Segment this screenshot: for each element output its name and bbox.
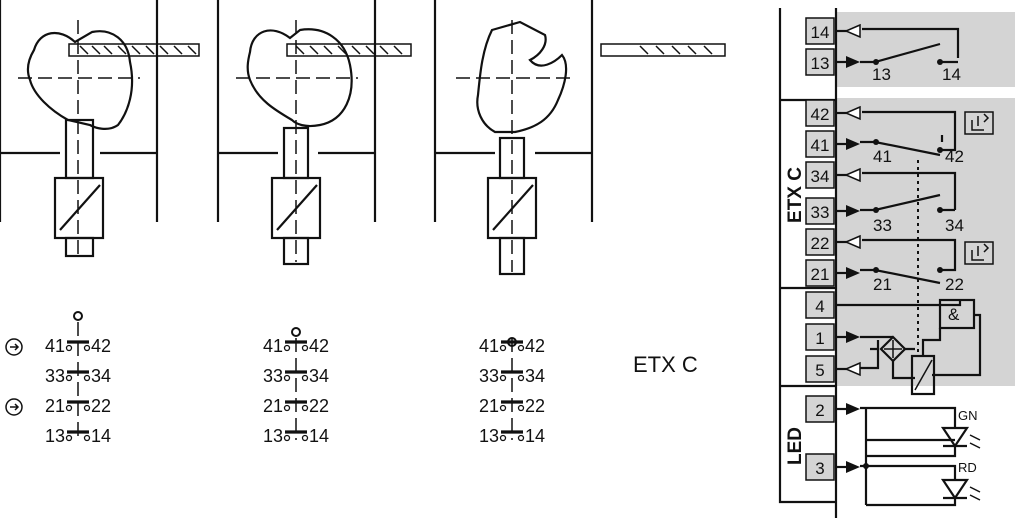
contact-row: 33 34 bbox=[45, 366, 111, 386]
contact-terminal-left: 41 bbox=[45, 336, 65, 356]
contact-label-13: 13 bbox=[872, 65, 891, 84]
contact-terminal-left: 13 bbox=[263, 426, 283, 446]
contact-41-42: 41 42 bbox=[860, 110, 994, 166]
terminal-33: 33 bbox=[805, 197, 860, 225]
terminal-label: 33 bbox=[811, 203, 830, 222]
terminal-2: 2 bbox=[805, 395, 860, 423]
contact-label-22: 22 bbox=[945, 275, 964, 294]
terminal-1: 1 bbox=[805, 323, 860, 351]
contact-terminal-left: 13 bbox=[479, 426, 499, 446]
contact-21-22: 21 22 bbox=[860, 238, 994, 294]
terminal-label: 3 bbox=[815, 459, 824, 478]
contact-13-14: 13 14 bbox=[860, 27, 961, 84]
contact-row: 13 14 bbox=[45, 426, 111, 446]
terminal-label: 1 bbox=[815, 329, 824, 348]
electronics-block: & bbox=[860, 298, 982, 396]
contact-label-21: 21 bbox=[873, 275, 892, 294]
contact-terminal-right: 34 bbox=[525, 366, 545, 386]
terminal-label: 22 bbox=[811, 234, 830, 253]
led-label-gn: GN bbox=[958, 408, 978, 423]
terminal-label: 42 bbox=[811, 105, 830, 124]
contact-label-41: 41 bbox=[873, 147, 892, 166]
contact-diagrams: 41 42 33 34 21 22 13 14 41 42 33 34 21 22 13 14 41 42 33 34… bbox=[5, 311, 545, 446]
terminal-34: 34 bbox=[805, 161, 861, 189]
contact-terminal-right: 34 bbox=[91, 366, 111, 386]
contact-terminal-right: 22 bbox=[91, 396, 111, 416]
contact-terminal-right: 14 bbox=[309, 426, 329, 446]
terminal-label: 41 bbox=[811, 136, 830, 155]
terminal-label: 14 bbox=[811, 23, 830, 42]
contact-terminal-left: 21 bbox=[45, 396, 65, 416]
contact-terminal-right: 14 bbox=[525, 426, 545, 446]
group-label-etx: ETX C bbox=[785, 167, 806, 223]
contact-terminal-right: 42 bbox=[309, 336, 329, 356]
contact-terminal-right: 42 bbox=[525, 336, 545, 356]
logic-and-label: & bbox=[948, 305, 960, 324]
contact-terminal-right: 14 bbox=[91, 426, 111, 446]
terminal-22: 22 bbox=[805, 228, 861, 256]
contact-row: 21 22 bbox=[5, 396, 111, 416]
contact-terminal-left: 21 bbox=[479, 396, 499, 416]
contact-row: 21 22 bbox=[263, 396, 329, 416]
contact-terminal-left: 33 bbox=[479, 366, 499, 386]
contact-terminal-left: 13 bbox=[45, 426, 65, 446]
contact-label-34: 34 bbox=[945, 216, 964, 235]
contact-row: 41 42 bbox=[479, 336, 545, 356]
led-label-rd: RD bbox=[958, 460, 977, 475]
contact-row: 13 14 bbox=[263, 426, 329, 446]
terminal-3: 3 bbox=[805, 453, 860, 481]
terminal-13: 13 bbox=[805, 48, 860, 76]
terminal-4: 4 bbox=[805, 291, 860, 319]
contact-diagram-2: 41 42 33 34 21 22 13 14 bbox=[263, 327, 329, 446]
contact-terminal-left: 41 bbox=[479, 336, 499, 356]
contact-terminal-right: 22 bbox=[525, 396, 545, 416]
terminal-14: 14 bbox=[805, 17, 861, 45]
contact-terminal-left: 21 bbox=[263, 396, 283, 416]
mechanism-2 bbox=[216, 0, 412, 266]
contact-terminal-right: 22 bbox=[309, 396, 329, 416]
contact-label-14: 14 bbox=[942, 65, 961, 84]
contact-diagram-3: 41 42 33 34 21 22 13 14 bbox=[479, 336, 545, 446]
terminal-label: 34 bbox=[811, 167, 830, 186]
contact-row: 33 34 bbox=[479, 366, 545, 386]
mechanism-1 bbox=[0, 0, 200, 260]
contact-33-34: 33 34 bbox=[860, 171, 964, 235]
terminal-41: 41 bbox=[805, 130, 860, 158]
contact-terminal-right: 34 bbox=[309, 366, 329, 386]
terminal-21: 21 bbox=[805, 259, 860, 287]
contact-row: 33 34 bbox=[263, 366, 329, 386]
contact-row: 13 14 bbox=[479, 426, 545, 446]
terminal-5: 5 bbox=[805, 355, 861, 383]
contact-row: 21 22 bbox=[479, 396, 545, 416]
mechanism-3 bbox=[433, 0, 726, 276]
product-label: ETX C bbox=[633, 352, 698, 377]
contact-terminal-left: 33 bbox=[45, 366, 65, 386]
terminal-label: 13 bbox=[811, 54, 830, 73]
contact-diagram-1: 41 42 33 34 21 22 13 14 bbox=[5, 311, 111, 446]
group-label-led: LED bbox=[785, 427, 806, 465]
contact-label-33: 33 bbox=[873, 216, 892, 235]
terminal-42: 42 bbox=[805, 99, 861, 127]
led-section: GN RD bbox=[860, 406, 981, 507]
contact-terminal-left: 41 bbox=[263, 336, 283, 356]
terminal-label: 21 bbox=[811, 265, 830, 284]
contact-label-42: 42 bbox=[945, 147, 964, 166]
terminal-label: 2 bbox=[815, 401, 824, 420]
contact-terminal-left: 33 bbox=[263, 366, 283, 386]
contact-terminal-right: 42 bbox=[91, 336, 111, 356]
terminal-label: 5 bbox=[815, 361, 824, 380]
terminal-label: 4 bbox=[815, 297, 824, 316]
contact-row: 41 42 bbox=[5, 336, 111, 356]
contact-row: 41 42 bbox=[263, 336, 329, 356]
